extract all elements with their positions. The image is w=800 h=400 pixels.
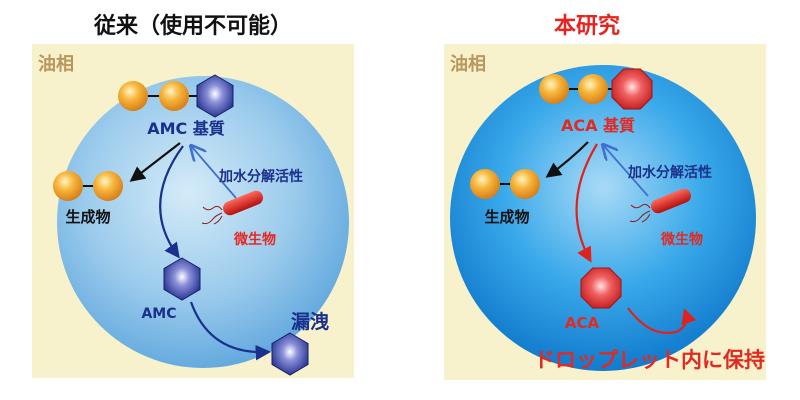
left-phase-label: 油相 xyxy=(38,53,74,75)
right-released-label: ACA xyxy=(565,314,600,332)
sphere-icon xyxy=(510,169,540,199)
sphere-icon xyxy=(539,74,569,104)
hexagon-icon xyxy=(163,257,201,301)
right-cleavage-arrow xyxy=(545,141,589,178)
left-product xyxy=(53,171,123,201)
left-microbe xyxy=(201,190,263,225)
hexagon-icon xyxy=(196,74,234,118)
left-cleavage-arrow xyxy=(129,142,181,182)
octagon-icon xyxy=(580,267,622,309)
left-enzyme-label: 加水分解活性 xyxy=(218,168,303,185)
right-product xyxy=(470,169,540,199)
right-product-label: 生成物 xyxy=(484,208,529,226)
right-phase-label: 油相 xyxy=(450,53,486,75)
bacterium-icon xyxy=(223,190,263,216)
hexagon-icon xyxy=(271,332,309,376)
right-panel: 本研究 油相 ACA 基質 生成物 加水分解活性 xyxy=(444,13,766,380)
right-substrate-label: ACA 基質 xyxy=(561,116,635,135)
octagon-icon xyxy=(611,68,653,110)
sphere-icon xyxy=(470,169,500,199)
bacterium-icon xyxy=(651,188,691,214)
left-microbe-label: 微生物 xyxy=(233,231,276,248)
sphere-icon xyxy=(578,74,608,104)
right-retain-label: ドロップレット内に保持 xyxy=(534,348,765,372)
left-panel: 従来（使用不可能） 油相 AMC 基質 生成物 加水分解活性 xyxy=(32,13,354,378)
left-title: 従来（使用不可能） xyxy=(93,13,292,39)
right-microbe-label: 微生物 xyxy=(660,231,703,248)
right-droplet xyxy=(450,65,756,371)
left-substrate xyxy=(118,74,234,118)
sphere-icon xyxy=(93,171,123,201)
right-release-arrow xyxy=(575,143,598,263)
left-substrate-label: AMC 基質 xyxy=(147,119,225,138)
right-substrate xyxy=(539,68,653,110)
sphere-icon xyxy=(53,171,83,201)
left-released-label: AMC xyxy=(141,306,176,322)
sphere-icon xyxy=(118,81,148,111)
left-enzyme-arrow xyxy=(192,147,237,199)
left-leak-arrow xyxy=(189,301,272,361)
right-retain-arrow xyxy=(627,307,697,335)
right-enzyme-label: 加水分解活性 xyxy=(627,164,712,181)
left-release-arrow xyxy=(159,145,184,259)
right-title: 本研究 xyxy=(554,13,620,39)
left-droplet xyxy=(57,76,349,368)
right-microbe xyxy=(629,188,691,223)
sphere-icon xyxy=(159,81,189,111)
right-enzyme-arrow xyxy=(604,146,649,197)
left-product-label: 生成物 xyxy=(65,208,110,226)
left-leak-label: 漏洩 xyxy=(291,310,329,333)
